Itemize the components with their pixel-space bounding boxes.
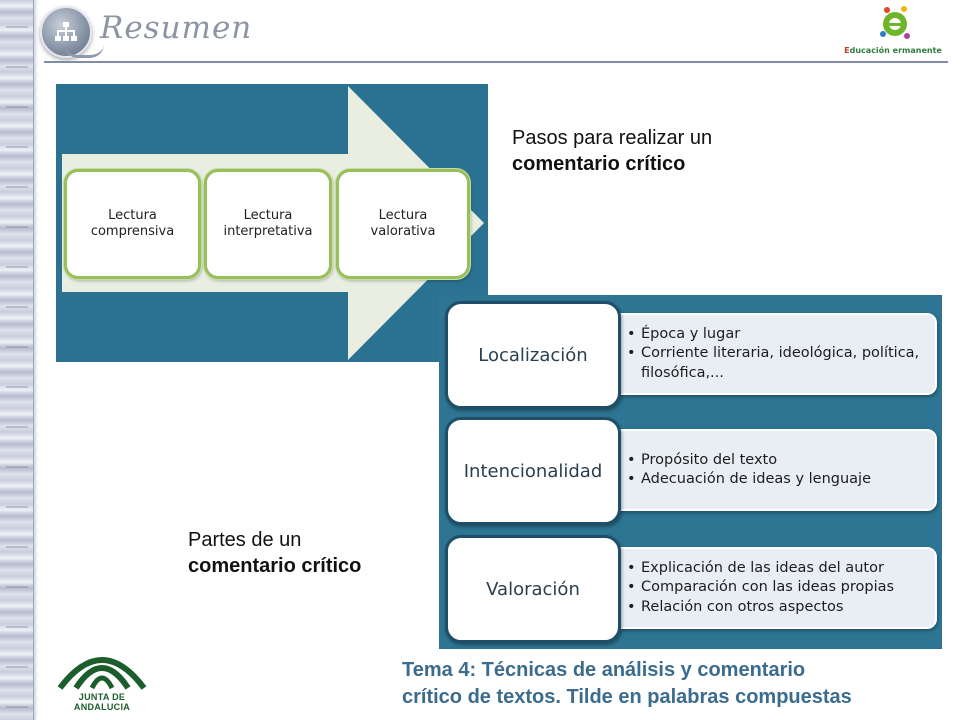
caption-pasos-line2: comentario crítico [512,153,686,175]
part-label-intencionalidad: Intencionalidad [445,417,621,525]
binding-shadow [34,0,38,720]
part-item: Corriente literaria, ideológica, polític… [627,344,925,383]
junta-de-andalucia-logo: JUNTA DE ANDALUCIA [52,638,152,712]
educacion-permanente-mark-icon [880,6,910,39]
step-lectura-valorativa: Lectura valorativa [336,169,470,279]
steps-diagram: Lectura comprensiva Lectura interpretati… [56,84,488,362]
footer-title-line2: crítico de textos. Tilde en palabras com… [402,685,852,708]
page-title: Resumen [100,10,253,46]
step-lectura-interpretativa: Lectura interpretativa [204,169,332,279]
part-item: Relación con otros aspectos [627,598,925,618]
caption-pasos: Pasos para realizar un comentario crític… [512,125,712,177]
junta-arches-icon [57,657,147,690]
educacion-permanente-text: Educación ermanente [844,46,942,55]
part-item: Explicación de las ideas del autor [627,559,925,579]
step-lectura-comprensiva: Lectura comprensiva [64,169,201,279]
junta-de-andalucia-text: JUNTA DE ANDALUCIA [73,692,131,712]
caption-partes: Partes de un comentario crítico [188,527,361,579]
header-divider [44,61,948,63]
part-item: Adecuación de ideas y lenguaje [627,470,925,490]
caption-partes-line1: Partes de un [188,529,302,551]
footer-topic-title: Tema 4: Técnicas de análisis y comentari… [402,657,950,710]
left-binding-strip [0,0,34,720]
part-item: Propósito del texto [627,451,925,471]
part-label-localizacion: Localización [445,301,621,409]
part-details: Propósito del texto Adecuación de ideas … [585,429,937,511]
part-row-localizacion: Época y lugar Corriente literaria, ideol… [445,301,937,409]
educacion-permanente-logo: Educación ermanente [834,4,952,60]
part-details: Explicación de las ideas del autor Compa… [585,547,937,629]
caption-pasos-line1: Pasos para realizar un [512,127,713,149]
part-item: Comparación con las ideas propias [627,578,925,598]
part-row-valoracion: Explicación de las ideas del autor Compa… [445,535,937,643]
part-details: Época y lugar Corriente literaria, ideol… [585,313,937,395]
part-item: Época y lugar [627,325,925,345]
footer-title-line1: Tema 4: Técnicas de análisis y comentari… [402,659,806,681]
part-label-valoracion: Valoración [445,535,621,643]
part-row-intencionalidad: Propósito del texto Adecuación de ideas … [445,417,937,525]
header-swoosh [64,44,104,58]
caption-partes-line2: comentario crítico [188,555,362,577]
parts-diagram: Época y lugar Corriente literaria, ideol… [439,295,942,649]
